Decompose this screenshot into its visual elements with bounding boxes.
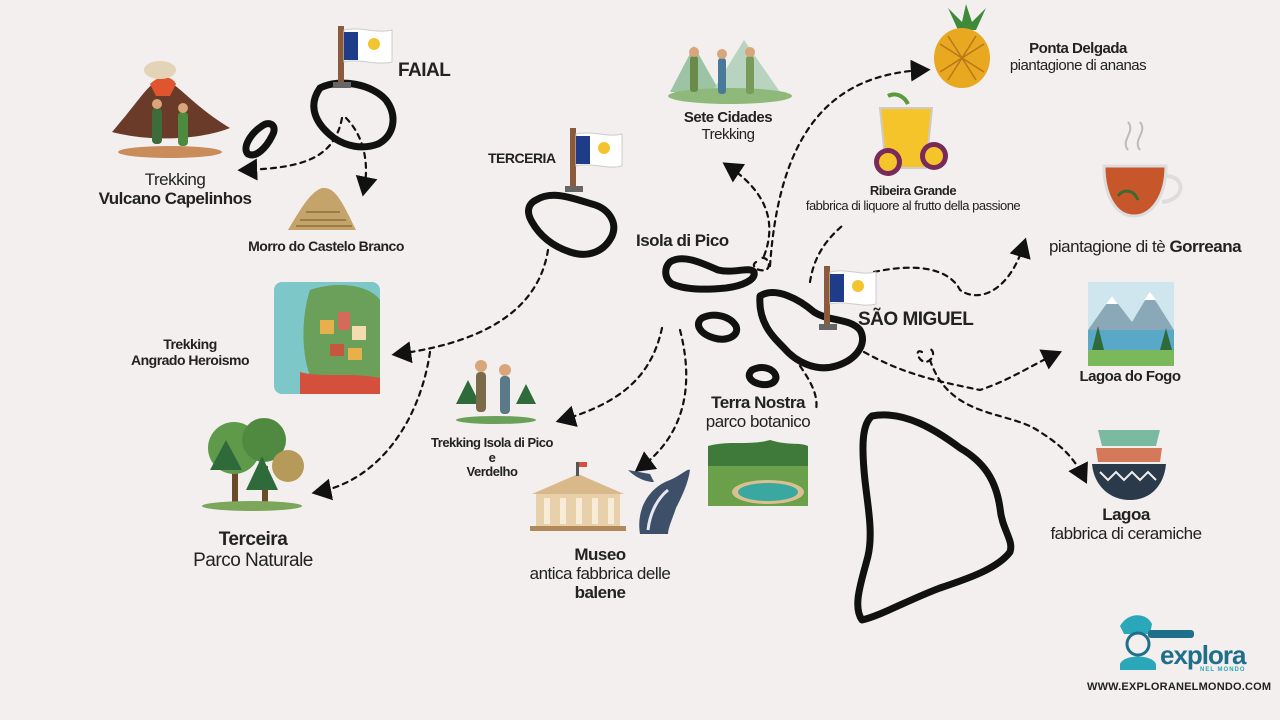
island-label-terceria: TERCERIA	[488, 150, 556, 166]
spot-label-pico-trekking: Trekking Isola di Pico e Verdelho	[431, 435, 553, 480]
route-ribeira	[808, 224, 844, 284]
brand-logo-text: explora	[1160, 640, 1246, 670]
route-pico-museo	[634, 328, 688, 472]
spot-label-terceira-parco: Terceira Parco Naturale	[193, 529, 313, 572]
lake-mountain-icon-sete	[668, 40, 792, 104]
spot-label-lagoa-fogo: Lagoa do Fogo	[1079, 368, 1181, 385]
whale-icon	[628, 469, 690, 534]
pineapple-icon	[934, 4, 990, 88]
lake-mountain-icon	[1088, 282, 1174, 366]
island-label-faial: FAIAL	[398, 60, 451, 81]
volcano-hikers-icon	[112, 61, 230, 158]
route-gorreana	[872, 237, 1031, 297]
island-sao-jorge-outline	[695, 311, 741, 343]
island-santa-maria-outline	[745, 364, 780, 389]
flag-icon-faial	[333, 26, 393, 88]
route-lagoa-fogo	[862, 349, 1062, 392]
route-terceira-parco	[311, 350, 432, 501]
island-pico-outline	[662, 255, 758, 293]
island-faial-outline	[310, 79, 397, 151]
route-lagoa	[928, 358, 1088, 484]
coastal-town-icon	[274, 282, 380, 394]
spot-label-terra-nostra: Terra Nostra parco botanico	[705, 393, 811, 432]
spot-label-capelinhos: Trekking Vulcano Capelinhos	[98, 170, 252, 209]
spot-label-lagoa: Lagoa fabbrica di ceramiche	[1050, 505, 1202, 544]
brand-website: WWW.EXPLORANELMONDO.COM	[1087, 681, 1272, 693]
island-big-outline	[854, 411, 1015, 624]
spot-label-sete-cidades: Sete Cidades Trekking	[683, 109, 773, 143]
hikers-icon	[456, 360, 536, 424]
spot-label-angra: Trekking Angrado Heroismo	[130, 336, 250, 368]
ceramic-bowls-icon	[1092, 430, 1166, 500]
route-loop	[916, 346, 935, 364]
island-flores-outline	[242, 120, 278, 159]
tea-cup-icon	[1102, 121, 1183, 218]
spot-label-ponta-delgada: Ponta Delgada piantagione di ananas	[1009, 40, 1147, 74]
route-pico-trekking	[555, 326, 664, 427]
forest-icon	[202, 418, 304, 511]
island-label-sao-miguel: SÃO MIGUEL	[858, 309, 974, 330]
island-sao-miguel-outline	[756, 289, 866, 372]
route-sete-cidades	[722, 162, 771, 258]
explorer-logo-icon	[1120, 615, 1194, 670]
island-terceira-outline	[525, 191, 618, 258]
flag-icon-sao-miguel	[819, 266, 877, 330]
flag-icon-terceira	[565, 128, 623, 192]
spot-label-morro: Morro do Castelo Branco	[248, 238, 404, 254]
lagoon-icon	[708, 440, 808, 506]
route-ponta-delgada	[768, 59, 931, 268]
passion-fruit-drink-icon	[874, 92, 948, 176]
route-faial-morro	[344, 116, 378, 197]
route-terceira-angra	[391, 248, 550, 364]
spot-label-museo: Museo antica fabbrica delle balene	[529, 545, 671, 603]
route-loop-2	[752, 256, 770, 272]
museum-icon	[530, 462, 626, 531]
route-terra-nostra	[798, 364, 818, 412]
spot-label-ribeira-grande: Ribeira Grande fabbrica di liquore al fr…	[805, 183, 1021, 213]
brand-logo-subtitle: NEL MONDO	[1200, 667, 1246, 673]
spot-label-gorreana: piantagione di tè Gorreana	[1048, 237, 1242, 256]
island-label-pico: Isola di Pico	[636, 231, 729, 250]
hill-icon	[288, 187, 356, 230]
route-faial-capelinhos	[237, 116, 344, 181]
